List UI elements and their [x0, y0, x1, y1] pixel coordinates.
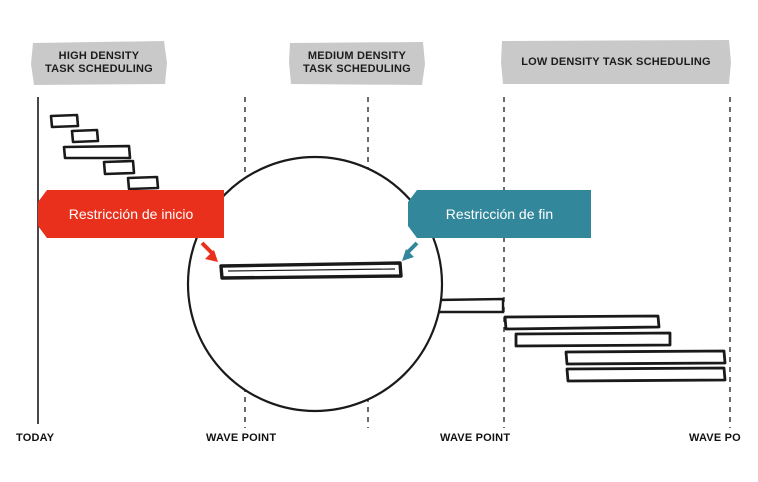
banner-medium-density: MEDIUM DENSITY TASK SCHEDULING: [288, 40, 426, 86]
end-constraint-label: Restricción de fin: [445, 206, 554, 222]
task-bar-low-3: [564, 349, 727, 366]
axis-label-today: TODAY: [16, 432, 55, 444]
task-bar-high-2: [70, 128, 100, 144]
banner-low-density-label: LOW DENSITY TASK SCHEDULING: [521, 55, 711, 68]
arrow-down-right-icon: [200, 241, 218, 262]
task-bar-high-4: [102, 159, 136, 176]
connector-bar: [435, 297, 505, 314]
banner-high-density-label: HIGH DENSITY TASK SCHEDULING: [45, 50, 153, 75]
axis-label-wave-point-1: WAVE POINT: [206, 432, 277, 444]
zoom-circle: [186, 155, 444, 413]
task-bar-high-5: [126, 175, 160, 191]
start-constraint-label: Restricción de inicio: [68, 206, 194, 222]
task-bar-low-2: [514, 331, 672, 348]
axis-label-wave-point-3: WAVE PO: [689, 432, 741, 444]
banner-high-density: HIGH DENSITY TASK SCHEDULING: [30, 40, 168, 86]
task-bar-high-1: [49, 113, 80, 129]
task-bar-low-1: [503, 314, 661, 331]
task-bar-low-4: [565, 366, 727, 383]
highlighted-task-fill-stroke: [227, 268, 396, 272]
banner-medium-density-label: MEDIUM DENSITY TASK SCHEDULING: [303, 50, 411, 75]
start-constraint-callout: Restricción de inicio: [38, 190, 224, 238]
task-bar-high-3: [62, 144, 132, 160]
arrow-down-left-icon: [402, 241, 419, 261]
banner-low-density: LOW DENSITY TASK SCHEDULING: [500, 39, 732, 85]
end-constraint-callout: Restricción de fin: [408, 190, 591, 238]
axis-label-wave-point-2: WAVE POINT: [440, 432, 511, 444]
